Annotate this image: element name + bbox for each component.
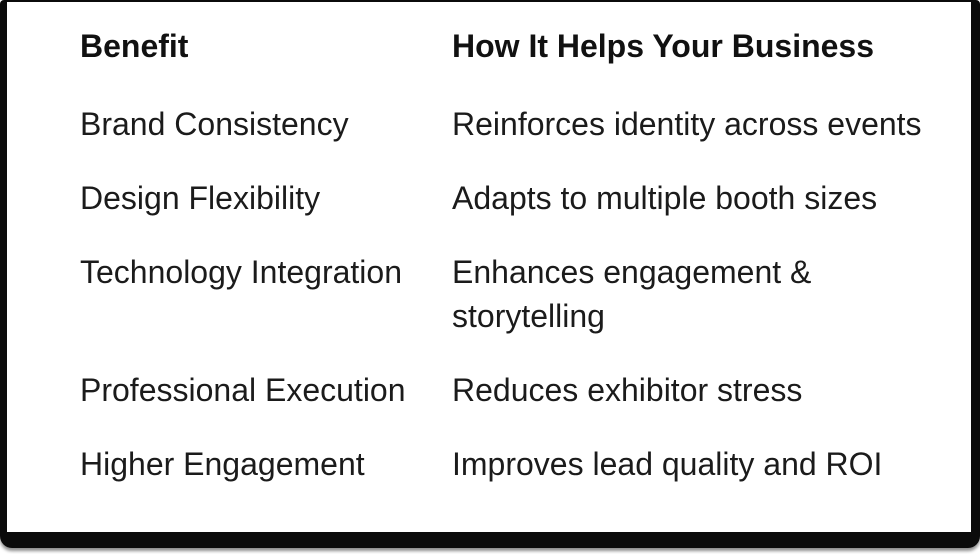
table-row: Brand Consistency Reinforces identity ac… [80,102,971,146]
column-header-how-it-helps: How It Helps Your Business [452,28,875,64]
table-header-row: Benefit How It Helps Your Business [80,24,971,68]
table-row: Professional Execution Reduces exhibitor… [80,368,971,412]
help-cell: Improves lead quality and ROI [452,446,883,482]
benefit-cell: Higher Engagement [80,446,365,482]
column-header-benefit: Benefit [80,28,189,64]
help-cell: Reduces exhibitor stress [452,372,803,408]
table-row: Design Flexibility Adapts to multiple bo… [80,176,971,220]
help-cell: Adapts to multiple booth sizes [452,180,878,216]
help-cell: Reinforces identity across events [452,106,922,142]
benefit-cell: Design Flexibility [80,180,321,216]
help-cell: Enhances engagement & storytelling [452,254,812,334]
benefits-table: Benefit How It Helps Your Business Brand… [7,2,971,486]
table-row: Technology Integration Enhances engageme… [80,250,971,338]
benefit-cell: Brand Consistency [80,106,349,142]
benefit-cell: Professional Execution [80,372,406,408]
table-row: Higher Engagement Improves lead quality … [80,442,971,486]
benefit-cell: Technology Integration [80,254,402,290]
